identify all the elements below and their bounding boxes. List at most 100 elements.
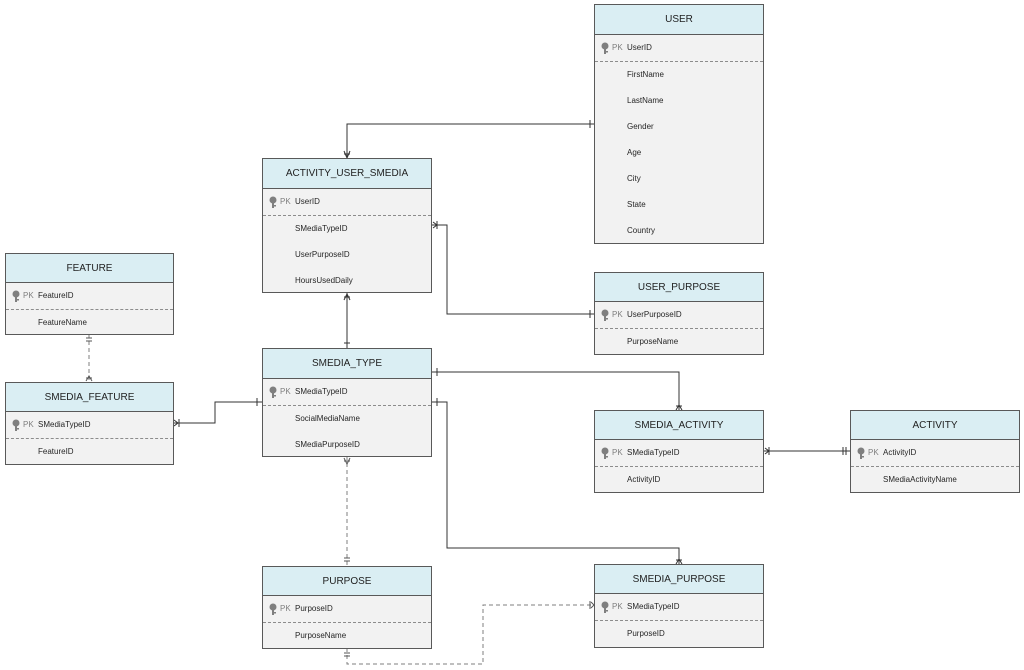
attribute-label: PurposeName <box>295 631 347 640</box>
entity-feature[interactable]: FEATURE PK FeatureID FeatureName <box>5 253 174 335</box>
pk-attribute: ActivityID <box>883 448 917 457</box>
attribute-label: PurposeID <box>627 629 665 638</box>
primary-key-icon: PK <box>269 386 291 398</box>
pk-attribute: SMediaTypeID <box>38 420 91 429</box>
connector-smedia-type-smedia-purpose <box>432 398 683 565</box>
entity-title: SMEDIA_ACTIVITY <box>595 411 763 440</box>
primary-key-icon: PK <box>12 290 34 302</box>
attribute-label: HoursUsedDaily <box>295 276 353 285</box>
pk-row: PK FeatureID <box>6 283 173 310</box>
entity-title: PURPOSE <box>263 567 431 596</box>
attribute-row: SMediaTypeID <box>263 216 431 242</box>
connector-purpose-smedia-purpose <box>346 604 595 665</box>
attribute-row: FirstName <box>595 62 763 88</box>
pk-attribute: FeatureID <box>38 291 74 300</box>
attribute-row: FeatureID <box>6 439 173 465</box>
pk-attribute: PurposeID <box>295 604 333 613</box>
attribute-row: HoursUsedDaily <box>263 268 431 294</box>
pk-row: PK SMediaTypeID <box>263 379 431 406</box>
attribute-row: UserPurposeID <box>263 242 431 268</box>
pk-label: PK <box>23 420 34 429</box>
attribute-label: UserPurposeID <box>295 250 350 259</box>
entity-user[interactable]: USER PK UserID FirstName LastName Gender… <box>594 4 764 244</box>
primary-key-icon: PK <box>601 309 623 321</box>
attribute-label: SMediaPurposeID <box>295 440 360 449</box>
entity-smedia-purpose[interactable]: SMEDIA_PURPOSE PK SMediaTypeID PurposeID <box>594 564 764 648</box>
connector-smedia-activity-activity <box>764 447 851 455</box>
pk-label: PK <box>280 387 291 396</box>
pk-row: PK SMediaTypeID <box>595 440 763 467</box>
pk-row: PK ActivityID <box>851 440 1019 467</box>
pk-label: PK <box>612 310 623 319</box>
primary-key-icon: PK <box>601 447 623 459</box>
pk-attribute: SMediaTypeID <box>627 448 680 457</box>
connector-activity-user-smedia-user-purpose <box>432 221 595 318</box>
attribute-row: Gender <box>595 114 763 140</box>
entity-purpose[interactable]: PURPOSE PK PurposeID PurposeName <box>262 566 432 649</box>
pk-label: PK <box>612 43 623 52</box>
primary-key-icon: PK <box>12 419 34 431</box>
attribute-row: Age <box>595 140 763 166</box>
entity-title: USER_PURPOSE <box>595 273 763 302</box>
entity-smedia-type[interactable]: SMEDIA_TYPE PK SMediaTypeID SocialMediaN… <box>262 348 432 457</box>
entity-title: FEATURE <box>6 254 173 283</box>
pk-label: PK <box>612 602 623 611</box>
pk-row: PK SMediaTypeID <box>6 412 173 439</box>
entity-title: SMEDIA_TYPE <box>263 349 431 379</box>
attribute-label: SMediaTypeID <box>295 224 348 233</box>
entity-user-purpose[interactable]: USER_PURPOSE PK UserPurposeID PurposeNam… <box>594 272 764 355</box>
attribute-label: PurposeName <box>627 337 679 346</box>
entity-title: SMEDIA_PURPOSE <box>595 565 763 594</box>
pk-attribute: UserID <box>295 197 320 206</box>
pk-label: PK <box>280 604 291 613</box>
connector-smedia-type-smedia-activity <box>432 368 683 411</box>
attribute-label: FeatureID <box>38 447 74 456</box>
attribute-row: PurposeID <box>595 621 763 647</box>
primary-key-icon: PK <box>601 42 623 54</box>
entity-activity-user-smedia[interactable]: ACTIVITY_USER_SMEDIA PK UserID SMediaTyp… <box>262 158 432 293</box>
pk-row: PK SMediaTypeID <box>595 594 763 621</box>
pk-row: PK UserID <box>595 35 763 62</box>
pk-label: PK <box>280 197 291 206</box>
attribute-row: SMediaPurposeID <box>263 432 431 458</box>
attribute-row: City <box>595 166 763 192</box>
pk-attribute: UserPurposeID <box>627 310 682 319</box>
attribute-label: Age <box>627 148 642 157</box>
attribute-row: Country <box>595 218 763 244</box>
attribute-label: State <box>627 200 646 209</box>
entity-title: SMEDIA_FEATURE <box>6 383 173 412</box>
primary-key-icon: PK <box>601 601 623 613</box>
attribute-row: PurposeName <box>595 329 763 355</box>
entity-activity[interactable]: ACTIVITY PK ActivityID SMediaActivityNam… <box>850 410 1020 493</box>
attribute-row: SMediaActivityName <box>851 467 1019 493</box>
connector-user-activity-user-smedia <box>343 120 595 160</box>
entity-smedia-feature[interactable]: SMEDIA_FEATURE PK SMediaTypeID FeatureID <box>5 382 174 465</box>
attribute-label: Country <box>627 226 656 235</box>
attribute-row: PurposeName <box>263 623 431 649</box>
pk-label: PK <box>868 448 879 457</box>
entity-title: USER <box>595 5 763 35</box>
connector-activity-user-smedia-smedia-type <box>343 292 351 349</box>
attribute-label: FirstName <box>627 70 664 79</box>
pk-attribute: SMediaTypeID <box>295 387 348 396</box>
entity-title: ACTIVITY <box>851 411 1019 440</box>
entity-smedia-activity[interactable]: SMEDIA_ACTIVITY PK SMediaTypeID Activity… <box>594 410 764 493</box>
attribute-label: City <box>627 174 641 183</box>
attribute-row: ActivityID <box>595 467 763 493</box>
connector-smedia-feature-smedia-type <box>173 398 263 427</box>
attribute-label: LastName <box>627 96 664 105</box>
pk-attribute: UserID <box>627 43 652 52</box>
pk-attribute: SMediaTypeID <box>627 602 680 611</box>
attribute-row: SocialMediaName <box>263 406 431 432</box>
attribute-label: SocialMediaName <box>295 414 360 423</box>
pk-row: PK PurposeID <box>263 596 431 623</box>
primary-key-icon: PK <box>269 196 291 208</box>
attribute-row: FeatureName <box>6 310 173 336</box>
pk-row: PK UserID <box>263 189 431 216</box>
primary-key-icon: PK <box>857 447 879 459</box>
attribute-label: FeatureName <box>38 318 87 327</box>
attribute-label: ActivityID <box>627 475 661 484</box>
attribute-label: SMediaActivityName <box>883 475 957 484</box>
primary-key-icon: PK <box>269 603 291 615</box>
